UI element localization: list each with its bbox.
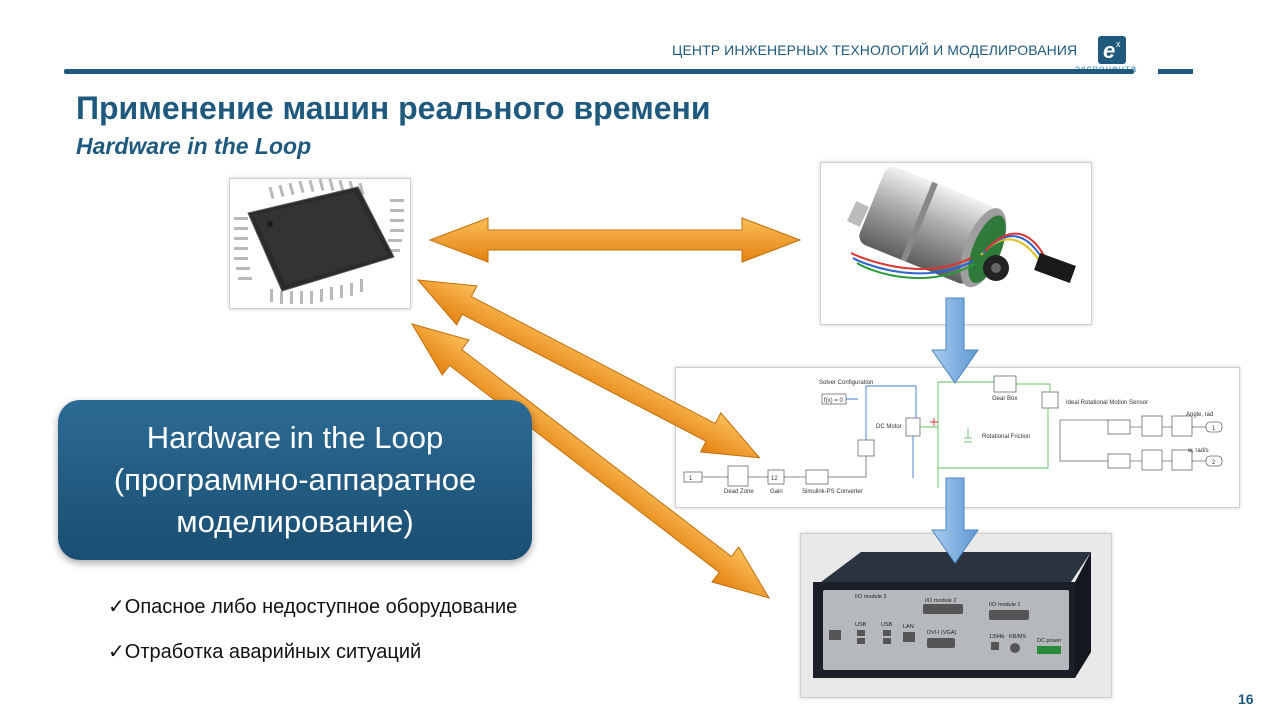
lan-label: LAN bbox=[903, 624, 914, 630]
gain-label: Gain bbox=[770, 489, 783, 495]
gear-box-label: Gear Box bbox=[992, 396, 1017, 402]
motor-icon bbox=[847, 166, 1076, 288]
solver-config-label: Solver Configuration bbox=[819, 380, 873, 386]
usb-label-1: USB bbox=[855, 622, 867, 628]
callout-line-1: Hardware in the Loop bbox=[146, 420, 444, 455]
svg-text:e: e bbox=[1103, 38, 1115, 63]
arrow-simulink-to-iobox bbox=[931, 477, 979, 564]
arrow-chip-motor bbox=[428, 217, 802, 263]
org-header-text: ЦЕНТР ИНЖЕНЕРНЫХ ТЕХНОЛОГИЙ И МОДЕЛИРОВА… bbox=[672, 42, 1078, 58]
svg-text:x: x bbox=[1116, 39, 1121, 49]
dc-motor-label: DC Motor bbox=[876, 424, 902, 430]
header-divider-right bbox=[1158, 69, 1193, 74]
bullet-item: ✓Отработка аварийных ситуаций bbox=[108, 641, 422, 663]
slide-subtitle: Hardware in the Loop bbox=[76, 133, 312, 159]
header-divider bbox=[64, 69, 1134, 74]
dvi-label: DVI-I (VGA) bbox=[927, 630, 957, 636]
kb-ms-label: KB/MS bbox=[1009, 634, 1026, 640]
chip-icon bbox=[234, 178, 404, 304]
dc-power-label: DC power bbox=[1037, 638, 1062, 644]
angle-output-label: Angle, rad bbox=[1186, 412, 1213, 418]
microcontroller-image bbox=[229, 178, 411, 309]
dead-zone-label: Dead Zone bbox=[724, 489, 754, 495]
gain-value: 12 bbox=[771, 476, 778, 482]
callout-line-2: (программно-аппаратное bbox=[113, 462, 477, 497]
bullet-list: ✓Опасное либо недоступное оборудование ✓… bbox=[108, 594, 517, 684]
io-module-1-label: I/O module 1 bbox=[989, 602, 1021, 608]
arrow-motor-to-simulink bbox=[931, 297, 979, 384]
rot-friction-label: Rotational Friction bbox=[982, 434, 1030, 440]
ideal-rot-sensor-label: Ideal Rotational Motion Sensor bbox=[1066, 400, 1148, 406]
io-module-3-label: I/O module 3 bbox=[855, 594, 887, 600]
exponenta-logo-icon: e x bbox=[1098, 36, 1126, 64]
sps-converter-label: Simulink-PS Converter bbox=[802, 489, 863, 495]
bullet-item: ✓Опасное либо недоступное оборудование bbox=[108, 596, 518, 618]
hil-callout-box: Hardware in the Loop (программно-аппарат… bbox=[58, 400, 532, 560]
usb-label-2: USB bbox=[881, 622, 893, 628]
output-port-1: 1 bbox=[1212, 426, 1216, 432]
io-module-2-label: I/O module 2 bbox=[925, 598, 957, 604]
page-number: 16 bbox=[1238, 691, 1254, 707]
input-port-label: 1 bbox=[689, 476, 693, 482]
callout-line-3: моделирование) bbox=[176, 504, 414, 539]
w-output-label: w, rad/s bbox=[1187, 448, 1209, 454]
firewire-label: 1394b bbox=[989, 634, 1004, 640]
output-port-2: 2 bbox=[1212, 460, 1216, 466]
arrow-chip-iobox bbox=[410, 323, 771, 599]
arrow-chip-simulink bbox=[416, 279, 761, 459]
fx-label: f(x) = 0 bbox=[824, 398, 844, 404]
slide-title: Применение машин реального времени bbox=[76, 90, 711, 126]
